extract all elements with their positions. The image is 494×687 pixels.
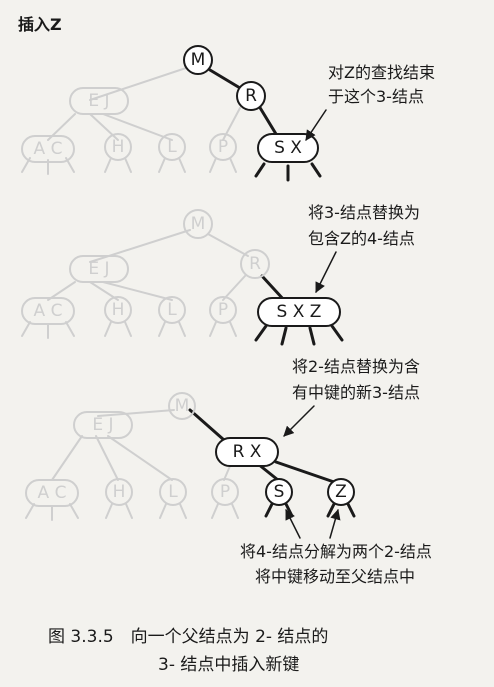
p1-leaf-h: H <box>112 137 125 157</box>
panel-1: E J A C H L P M R S X 对Z的查找结束 于这个3-结点 <box>21 45 435 182</box>
figure-caption-line-2: 3- 结点中插入新键 <box>158 655 299 675</box>
diagram-title: 插入Z <box>18 15 62 34</box>
p3-annotation-bottom-line-1: 将4-结点分解为两个2-结点 <box>240 542 432 561</box>
p2-leaf-p: P <box>218 300 228 320</box>
figure-caption-line-1: 图 3.3.5 向一个父结点为 2- 结点的 <box>48 627 328 647</box>
p3-node-z: Z <box>335 482 347 502</box>
p1-leaf-p: P <box>218 137 228 157</box>
p2-node-r: R <box>249 254 261 274</box>
p3-annotation-top-line-2: 有中键的新3-结点 <box>292 383 420 402</box>
p2-node-sxz: S X Z <box>277 302 322 322</box>
p3-annotation-arrow-z <box>329 508 341 539</box>
p3-leaf-ac: A C <box>38 483 67 503</box>
p3-leaf-p: P <box>220 482 230 502</box>
p3-leaf-h: H <box>113 482 126 502</box>
panel-2: M E J R A C H L P S X Z 将3-结点替换为 包含Z的4-结… <box>21 203 420 346</box>
p3-leaf-l: L <box>168 482 178 502</box>
p2-annotation-line-1: 将3-结点替换为 <box>308 203 420 222</box>
p1-node-r: R <box>245 86 257 106</box>
p1-annotation-line-2: 于这个3-结点 <box>328 87 424 106</box>
p1-leaf-l: L <box>167 137 177 157</box>
p3-annotation-arrow-s <box>285 509 301 539</box>
p1-node-ej: E J <box>88 91 109 111</box>
p2-leaf-l: L <box>167 300 177 320</box>
p2-node-ej: E J <box>88 259 109 279</box>
p2-leaf-ac: A C <box>34 301 63 321</box>
p2-annotation-arrow <box>315 251 337 293</box>
p3-node-m: M <box>175 396 190 416</box>
p1-leaf-ac: A C <box>34 139 63 159</box>
p3-annotation-top-line-1: 将2-结点替换为含 <box>292 357 420 376</box>
p3-annotation-bottom-line-2: 将中键移动至父结点中 <box>255 567 415 586</box>
panel-3: M E J A C H L P R X S Z 将2-结点替换为含 有中键的新3… <box>25 357 432 586</box>
p3-node-rx: R X <box>233 442 262 462</box>
p2-leaf-h: H <box>112 300 125 320</box>
p3-node-s: S <box>274 482 285 502</box>
p3-annotation-top-arrow <box>283 405 315 437</box>
p1-node-m: M <box>191 50 206 70</box>
p1-node-sx: S X <box>274 138 302 158</box>
p1-annotation-arrow <box>305 109 327 141</box>
p2-node-m: M <box>191 214 206 234</box>
p2-annotation-line-2: 包含Z的4-结点 <box>308 229 415 248</box>
p1-annotation-line-1: 对Z的查找结束 <box>328 63 435 82</box>
p3-node-ej: E J <box>92 415 113 435</box>
